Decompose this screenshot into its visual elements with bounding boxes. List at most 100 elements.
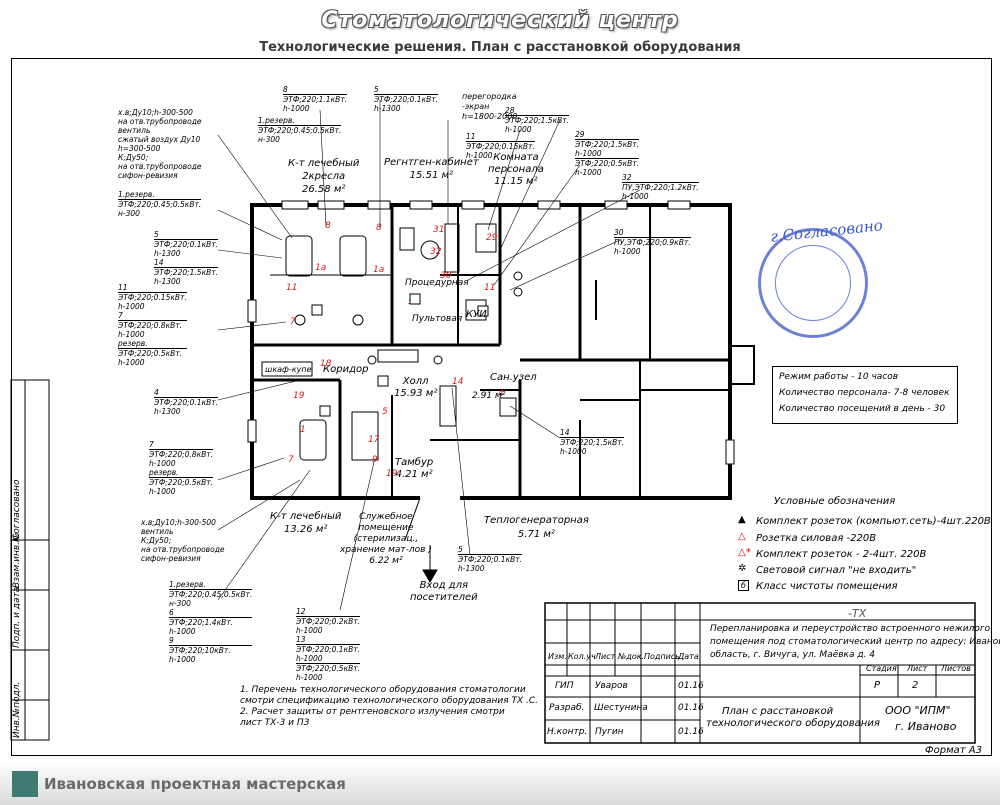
callout-line: ЭТФ;220;1.5кВт. [154,267,218,277]
light-signal [513,287,523,297]
marker-label: 17 [368,435,380,445]
cleanliness-badges [311,293,489,417]
callout-line: ЭТФ;220;0.2кВт. [296,616,360,626]
callout-line: 5 [154,230,159,239]
marker-label: 11 [484,283,495,293]
approval-stamp [758,228,868,338]
marker-label: 29 [486,233,498,243]
tb-col: Изм. [548,652,567,661]
equipment [399,227,415,251]
callout-line: ЭТФ;220;0.5кВт. [149,477,213,487]
room-area: 11.15 м² [494,176,538,187]
legend-item: Класс чистоты помещения [756,581,898,592]
callout-line: на отв.трубопроводе [141,545,225,554]
tb-role: Н.контр. [547,727,588,737]
callout-line: h-1000 [149,487,176,496]
callout-line: ЭТФ;220;0.8кВт. [118,320,187,330]
equipment [294,314,306,326]
callout-line: h-1000 [118,358,145,367]
window [604,200,628,210]
marker-label: 9 [372,455,378,465]
callout-line: h-1300 [154,407,181,416]
callout-line: К;Ду50; [141,536,172,545]
callout-line: резерв. [149,468,179,477]
callout-line: ЭТФ;220;0.15кВт. [466,141,535,151]
callout-line: h-1000 [614,247,641,256]
tb-project: помещения под стоматологический центр по… [710,637,1000,647]
stamp-inner-ring [775,245,851,321]
callout-line: ЭТФ;220;1.4кВт. [169,617,253,627]
callout-line: h-1000 [622,192,649,201]
marker-label: 7 [288,455,294,465]
callout-line: 28 [505,106,515,115]
callout-line: ЭТФ;220;0.45;0.5кВт. [258,125,342,135]
callout-line: h-1000 [169,627,196,636]
window [667,200,691,210]
callout-line: h-1000 [296,673,323,682]
corridor-bench [377,349,419,363]
room-line: (стерилизац., [353,534,419,544]
room-area: 26.58 м² [302,184,346,195]
tb-sheet: 2 [912,680,919,691]
class-badge [311,304,323,316]
red-markers: 8 8 31 32 30 29 11 11 7 1а 1а 5 19 18 1 … [286,221,504,479]
marker-label: 8 [325,221,331,231]
room-name: К-т лечебный [270,511,342,522]
room-label-treatment-top: К-т лечебный 2кресла 26.58 м² [288,157,359,196]
callout-line: h-1000 [575,149,602,158]
entrance-arrow-head [422,569,438,583]
room-label-hall: Холл 15.93 м² [394,376,437,400]
legend-icon-light-signal: ✲ [738,563,747,574]
tb-stage: Р [874,680,881,691]
room-label-service: Служебное помещение (стерилизац., хранен… [340,512,432,567]
callout-line: ЭТФ;220;1.5кВт. [505,115,569,125]
window [281,200,309,210]
equipment [420,240,440,260]
tb-col: Кол.уч [568,652,596,661]
side-label: Взам.инв.№ [12,532,22,588]
tb-col: Лист [595,652,616,661]
callout-line: h-1000 [118,302,145,311]
tb-name: Пугин [595,727,624,737]
entrance-line: Вход для [419,580,468,591]
callout-line: ПУ,ЭТФ;220;1.2кВт. [622,182,699,192]
room-label-xray: Регнтген-кабинет 15.51 м² [384,156,479,182]
dental-chair [299,419,327,461]
marker-label: 19 [293,391,305,401]
room-name: Теплогенераторная [484,515,589,526]
callout-line: 32 [622,173,632,182]
callout-line: ЭТФ;220;0.1кВт. [374,94,438,104]
note-line: лист ТХ-3 и ПЗ [240,718,310,728]
callout-line: h-1000 [169,655,196,664]
callout-line: 11 [466,132,476,141]
room-area: 15.93 м² [394,388,438,399]
legend-icon-socket-power: △ [738,531,746,542]
callout-line: ЭТФ;220;0.1кВт. [296,644,360,654]
tb-col: №док. [618,652,645,661]
room-area: 2.91 м² [472,391,506,401]
callout-line: 7 [118,311,123,320]
note-line: 1. Перечень технологического оборудовани… [240,685,526,695]
callout-line: ЭТФ;220;1.5кВт. [575,139,639,149]
class-badge [409,293,421,305]
marker-label: 30 [440,271,452,281]
info-box: Режим работы - 10 часов Количество персо… [772,366,958,424]
callout-line: ЭТФ;220;10кВт. [169,645,253,655]
legend-title: Условные обозначения [774,496,896,507]
tb-drawing-name: технологического оборудования [706,718,880,729]
callout-line: h-1300 [374,104,401,113]
wardrobe [261,361,313,377]
legend-item: Комплект розеток - 2-4шт. 220В [756,549,927,560]
marker-label: 1а [315,263,326,273]
room-name: К-т лечебный [288,158,360,169]
window [409,200,433,210]
room-name: Регнтген-кабинет [384,157,479,168]
callout-line: 7 [149,440,154,449]
callout-line: h-1000 [466,151,493,160]
